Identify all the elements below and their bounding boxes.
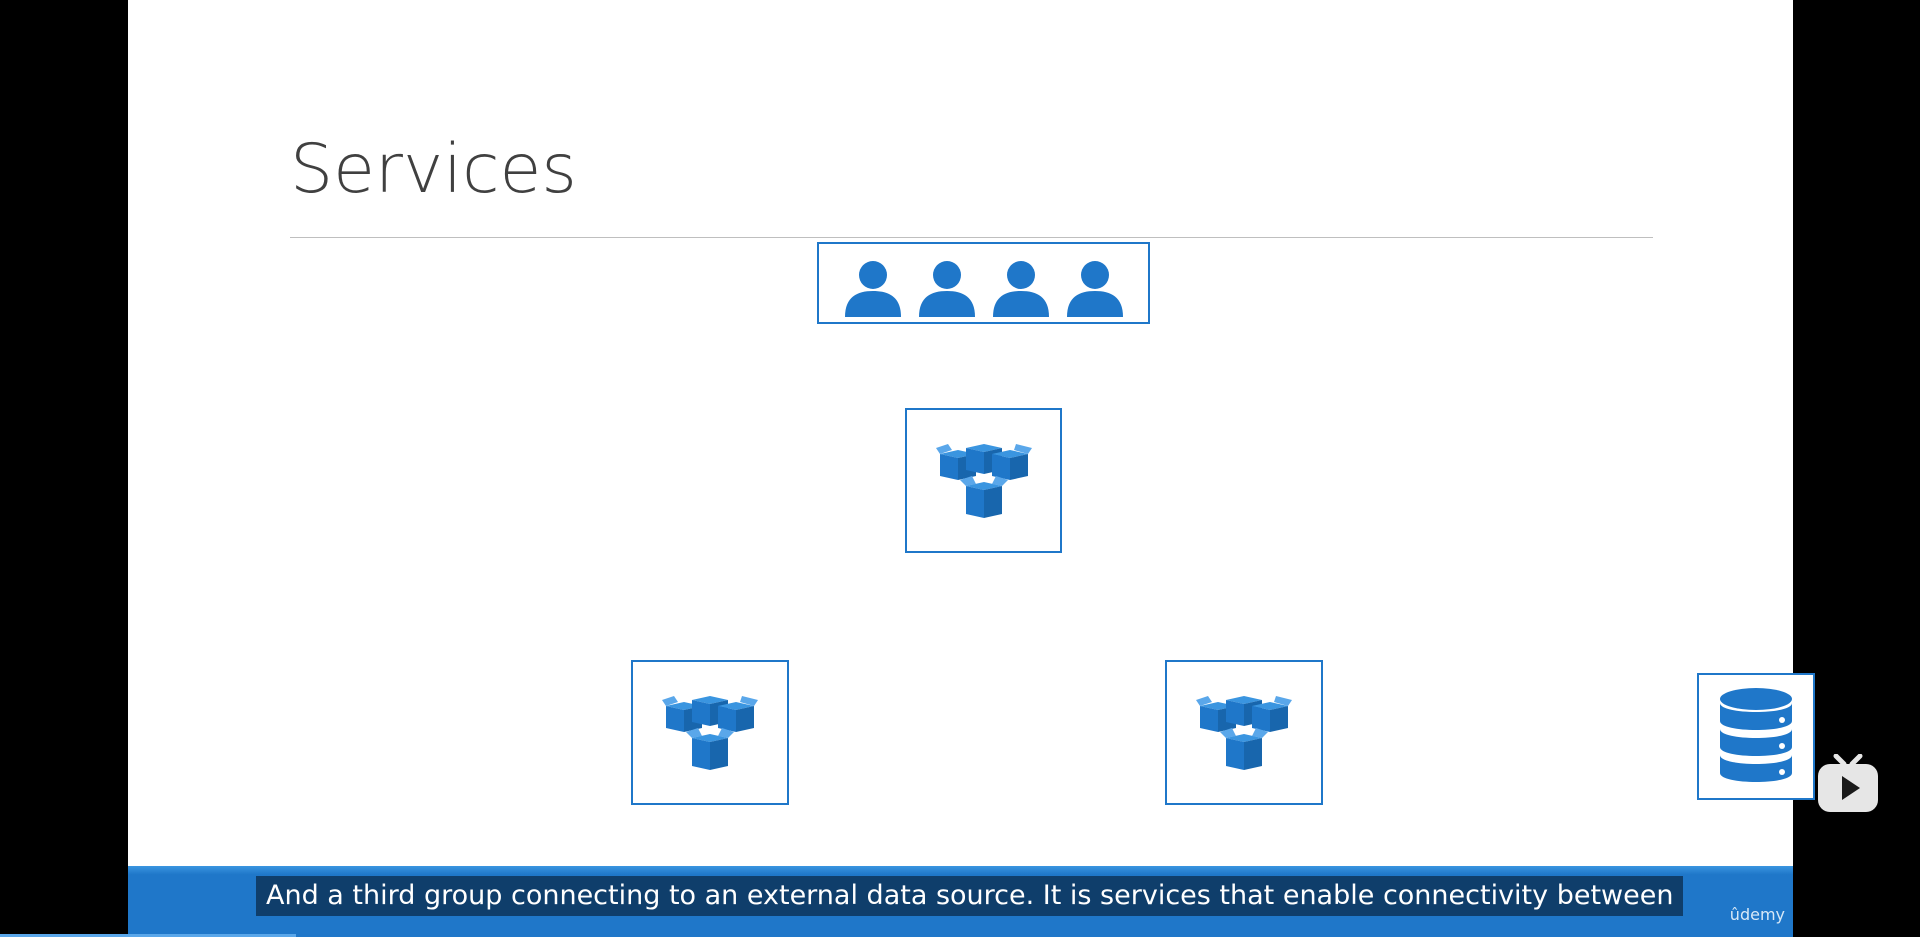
pod-group-box-backend-1 <box>631 660 789 805</box>
subtitle-caption: And a third group connecting to an exter… <box>256 876 1684 916</box>
user-icon <box>1066 261 1123 317</box>
tv-play-icon[interactable] <box>1816 754 1880 814</box>
user-icon <box>992 261 1049 317</box>
boxes-icon <box>1196 695 1292 770</box>
users-group-box <box>817 242 1150 324</box>
slide: Services <box>128 0 1815 866</box>
udemy-logo: ûdemy <box>1729 905 1785 924</box>
boxes-icon <box>662 695 758 770</box>
pod-group-box-backend-2 <box>1165 660 1323 805</box>
user-icon <box>918 261 975 317</box>
progress-bar[interactable] <box>0 934 296 937</box>
slide-title: Services <box>290 130 577 209</box>
user-icon <box>844 261 901 317</box>
external-database-box <box>1697 673 1815 800</box>
database-icon <box>1720 687 1792 782</box>
boxes-icon <box>935 443 1032 518</box>
title-divider <box>290 237 1653 238</box>
pod-group-box-frontend <box>905 408 1062 553</box>
